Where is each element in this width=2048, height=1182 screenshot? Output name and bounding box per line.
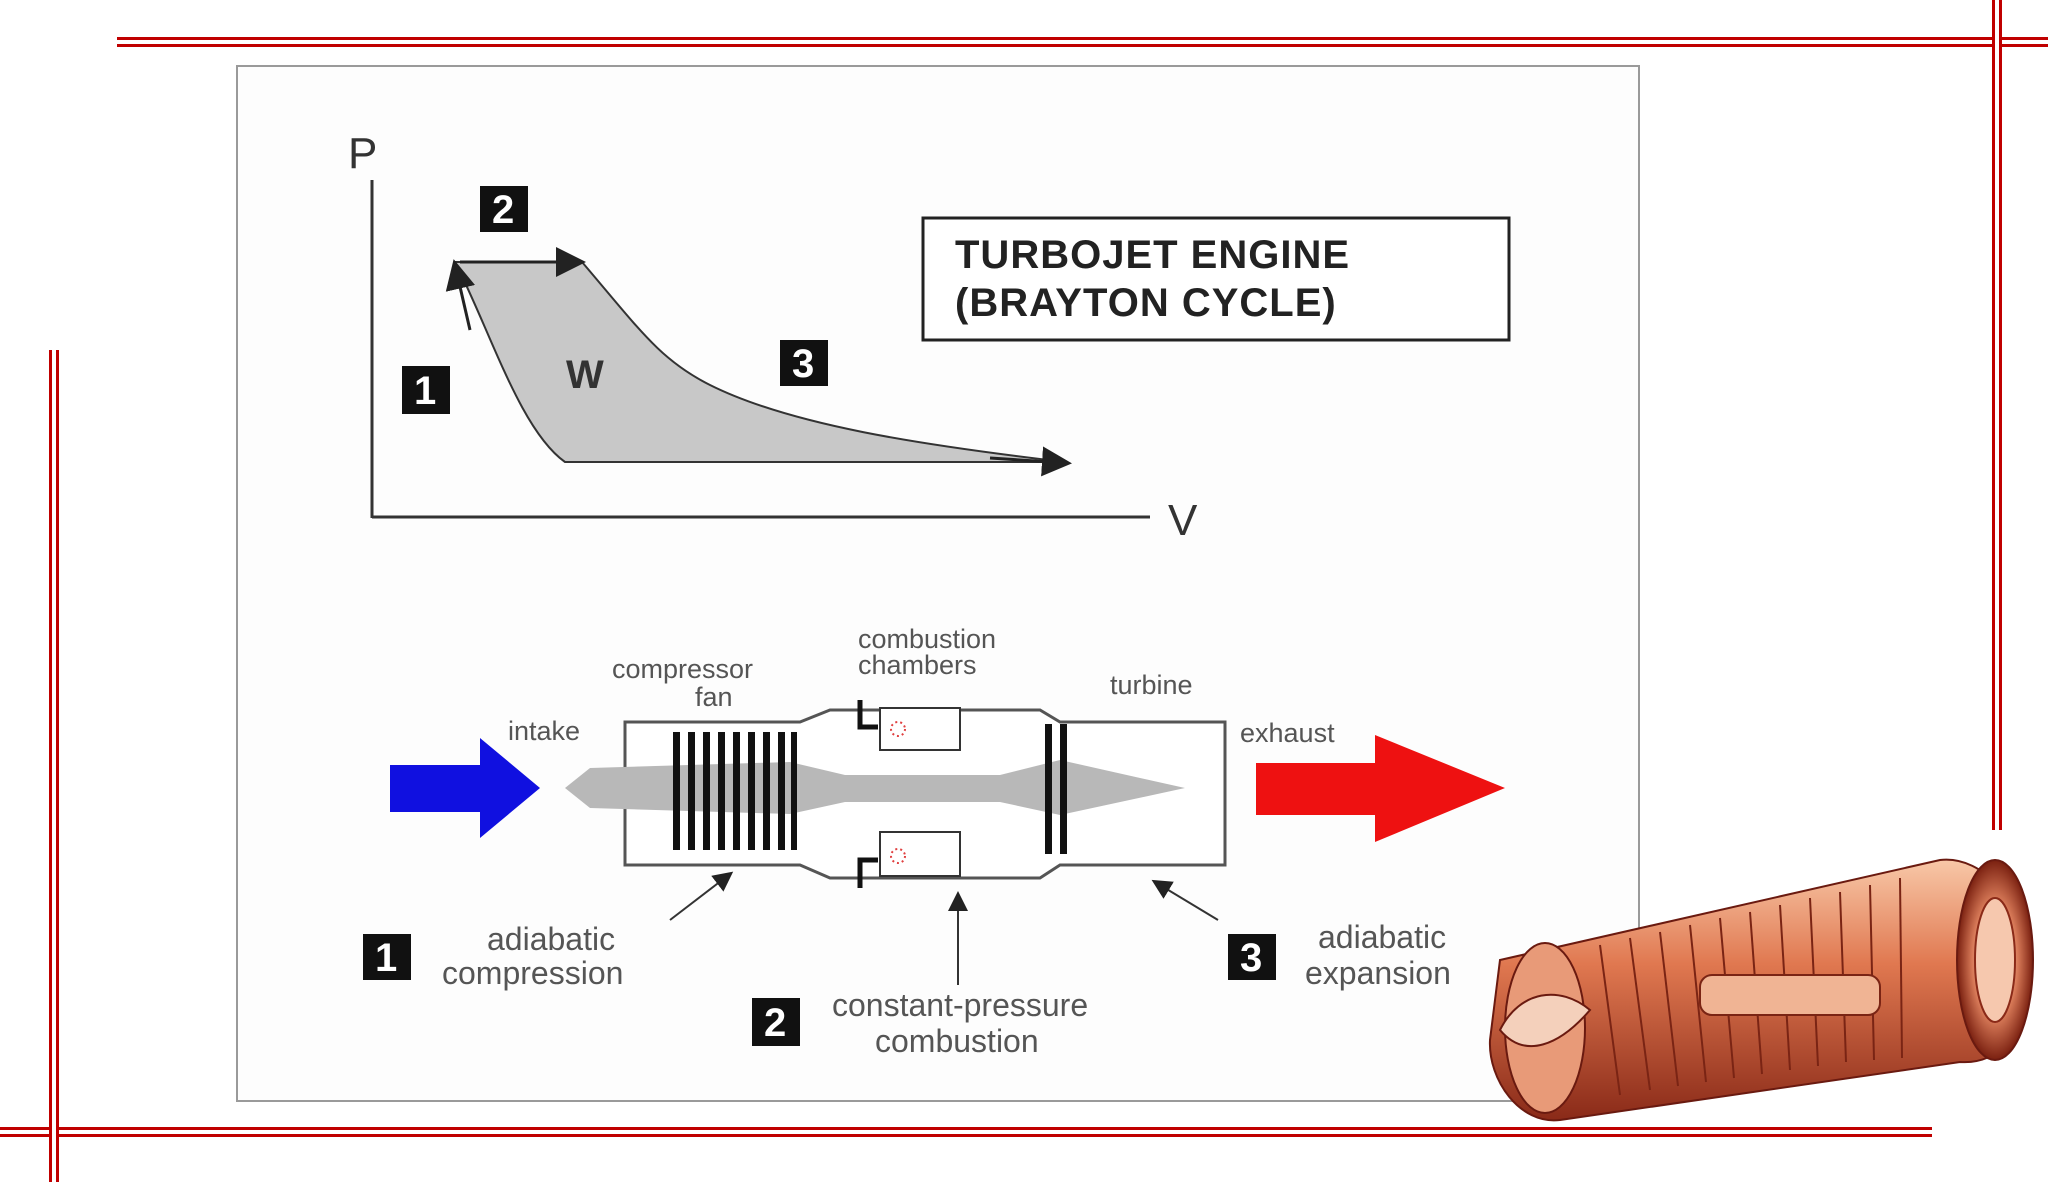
- turbine-label: turbine: [1110, 670, 1193, 700]
- compression-pointer: [669, 871, 734, 921]
- step-1-line-2: compression: [442, 955, 623, 991]
- title-line-1: TURBOJET ENGINE: [955, 233, 1350, 277]
- p-axis-label: P: [348, 129, 377, 178]
- title-box: TURBOJET ENGINE (BRAYTON CYCLE): [921, 216, 1511, 342]
- step-3-line-1: adiabatic: [1318, 919, 1446, 955]
- compressor-blades: [673, 732, 797, 850]
- step-2-badge-text: 2: [764, 1001, 786, 1045]
- pv-badge-3: [780, 340, 828, 386]
- frame-bottom-line: [0, 1127, 1932, 1137]
- combustion-chambers: [857, 700, 961, 888]
- exhaust-label: exhaust: [1240, 718, 1335, 748]
- pv-badge-2-text: 2: [492, 188, 514, 232]
- step-1-line-1: adiabatic: [487, 921, 615, 957]
- step-3-badge-text: 3: [1240, 936, 1262, 980]
- frame-top-line: [117, 37, 2048, 47]
- step-1-badge-text: 1: [375, 936, 397, 980]
- frame-left-line: [49, 350, 59, 1182]
- step-2-badge: [752, 998, 800, 1046]
- pv-badge-3-text: 3: [792, 342, 814, 386]
- pv-badge-1: [402, 366, 450, 414]
- expansion-pointer: [1151, 879, 1219, 921]
- pv-badge-1-text: 1: [414, 369, 436, 413]
- pv-diagram: P V W 1 2 3: [348, 129, 1198, 545]
- title-line-2: (BRAYTON CYCLE): [955, 281, 1337, 325]
- expansion-arrow: [989, 446, 1072, 477]
- exhaust-arrow: [1256, 735, 1505, 842]
- intake-arrow: [390, 738, 540, 838]
- compressor-label-line-1: compressor: [612, 654, 753, 684]
- turbine-blades: [1045, 724, 1067, 854]
- step-2-line-2: combustion: [875, 1023, 1039, 1059]
- intake-label: intake: [508, 716, 580, 746]
- work-label: W: [566, 353, 605, 397]
- engine-schematic: intake compressor fan combustion chamber…: [363, 624, 1505, 1059]
- frame-right-line: [1992, 0, 2002, 830]
- compression-arrow: [445, 259, 476, 331]
- work-area: [453, 261, 1066, 463]
- step-3-badge: [1228, 934, 1276, 980]
- turbojet-cutaway-illustration: [1488, 858, 2034, 1122]
- step-2-line-1: constant-pressure: [832, 987, 1088, 1023]
- compressor-label-line-2: fan: [695, 682, 733, 712]
- step-3-line-2: expansion: [1305, 955, 1451, 991]
- combustion-label-line-1: combustion: [858, 624, 996, 654]
- v-axis-label: V: [1168, 496, 1198, 545]
- combustion-label-line-2: chambers: [858, 650, 977, 680]
- pv-badge-2: [480, 186, 528, 232]
- step-1-badge: [363, 934, 411, 980]
